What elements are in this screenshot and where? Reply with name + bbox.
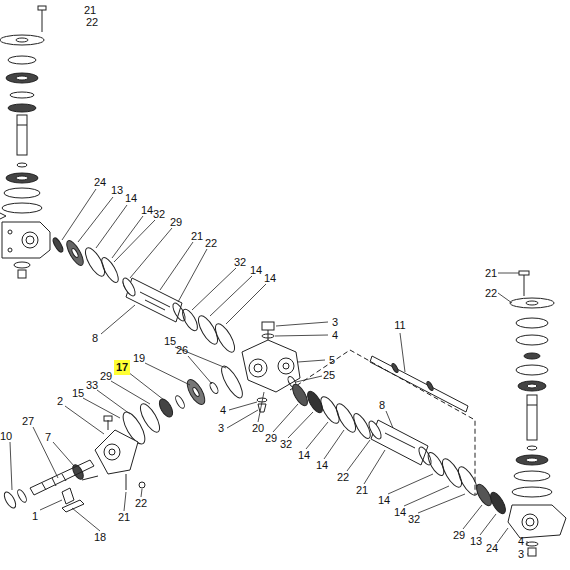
callout-number: 10: [0, 430, 13, 443]
callout-number: 14: [393, 506, 407, 519]
leader-lines: [10, 189, 528, 554]
callout-number: 22: [336, 471, 350, 484]
callout-number: 32: [407, 513, 421, 526]
callout-number: 7: [44, 431, 52, 444]
callout-number: 14: [315, 459, 329, 472]
callout-number: 26: [175, 344, 189, 357]
highlighted-callout: 17: [114, 360, 130, 375]
callout-number: 27: [21, 415, 35, 428]
callout-number: 13: [469, 535, 483, 548]
callout-number: 22: [85, 16, 99, 29]
callout-number: 14: [124, 192, 138, 205]
callout-number: 32: [152, 208, 166, 221]
callout-number: 29: [169, 216, 183, 229]
callout-number: 15: [71, 387, 85, 400]
callout-number: 32: [279, 438, 293, 451]
shaft: [290, 350, 475, 495]
callout-number: 8: [378, 399, 386, 412]
callout-number: 1: [31, 510, 39, 523]
callout-number: 21: [355, 484, 369, 497]
callout-number: 14: [377, 494, 391, 507]
callout-number: 25: [322, 369, 336, 382]
callout-number: 13: [110, 184, 124, 197]
left-stack: [0, 6, 50, 278]
callout-number: 29: [452, 529, 466, 542]
callout-number: 5: [328, 354, 336, 367]
upper-drive-chain: [51, 237, 238, 355]
callout-number: 29: [264, 432, 278, 445]
callout-number: 24: [485, 542, 499, 555]
callout-number: 18: [93, 531, 107, 544]
callout-number: 21: [484, 267, 498, 280]
callout-number: 3: [517, 548, 525, 561]
output-chain: [2, 363, 246, 512]
callout-number: 8: [91, 332, 99, 345]
callout-number: 14: [249, 264, 263, 277]
callout-number: 24: [93, 176, 107, 189]
callout-number: 20: [251, 422, 265, 435]
callout-number: 14: [140, 204, 154, 217]
right-stack: [508, 271, 566, 556]
callout-number: 22: [204, 237, 218, 250]
callout-number: 17: [116, 361, 128, 373]
callout-number: 21: [83, 4, 97, 17]
callout-number: 4: [517, 535, 525, 548]
callout-number: 3: [331, 316, 339, 329]
callout-number: 14: [297, 449, 311, 462]
callout-number: 11: [393, 319, 406, 332]
callout-number: 15: [163, 335, 177, 348]
callout-number: 4: [219, 404, 227, 417]
callout-number: 29: [99, 370, 113, 383]
callout-number: 3: [217, 422, 225, 435]
callout-number: 32: [233, 256, 247, 269]
callout-number: 14: [263, 272, 277, 285]
callout-number: 33: [85, 379, 99, 392]
callout-number: 19: [132, 352, 146, 365]
callout-number: 21: [190, 230, 204, 243]
callout-number: 4: [331, 329, 339, 342]
callout-number: 22: [134, 497, 148, 510]
lower-drive-chain: [290, 382, 509, 516]
callout-number: 2: [56, 395, 64, 408]
callout-number: 21: [117, 511, 131, 524]
callout-number: 22: [484, 287, 498, 300]
